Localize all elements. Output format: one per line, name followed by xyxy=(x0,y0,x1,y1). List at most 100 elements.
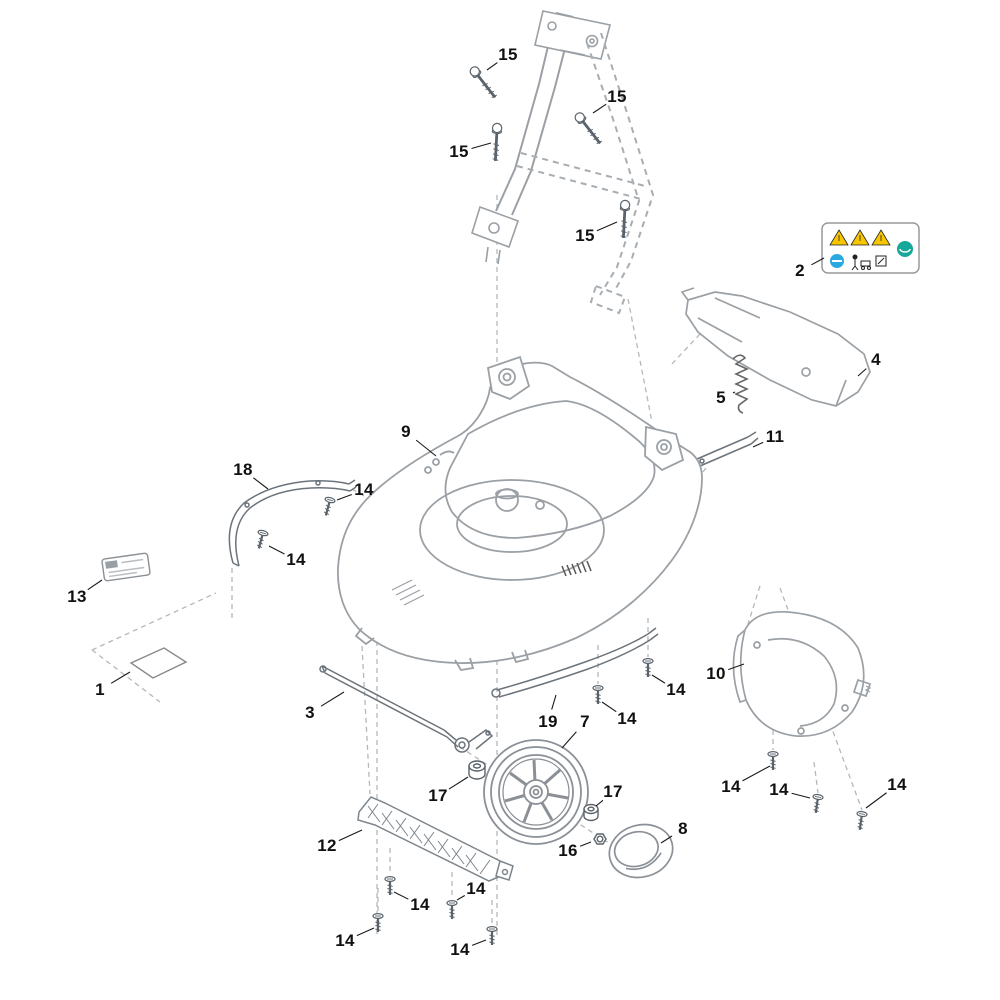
callout-leader-line xyxy=(471,939,487,946)
hub-cap-illustration xyxy=(608,823,674,879)
callout-label-11: 11 xyxy=(765,427,785,446)
callout-label-10: 10 xyxy=(706,664,726,683)
callout-leader-line xyxy=(87,579,103,591)
callout-label-14: 14 xyxy=(466,879,486,898)
deflector-illustration xyxy=(680,287,871,407)
callout-leader-line xyxy=(320,691,345,707)
trim-strip-front-illustration xyxy=(491,627,659,698)
callout-label-5: 5 xyxy=(716,388,726,407)
callout-leader-line xyxy=(110,671,131,684)
callout-leader-line xyxy=(595,799,604,807)
callout-label-14: 14 xyxy=(450,940,470,959)
screw-14 xyxy=(371,912,385,934)
callout-label-18: 18 xyxy=(233,460,253,479)
callout-leader-line xyxy=(253,477,269,490)
pictogram-figures-icon xyxy=(851,254,887,271)
bushing-illustration xyxy=(583,803,599,822)
callout-leader-line xyxy=(732,391,736,394)
screw-14 xyxy=(383,875,397,897)
callout-label-4: 4 xyxy=(871,350,881,369)
nut-illustration xyxy=(593,833,607,845)
callout-label-14: 14 xyxy=(335,931,355,950)
callout-leader-line xyxy=(471,142,492,150)
callout-label-14: 14 xyxy=(354,480,374,499)
handlebar-illustration xyxy=(471,10,655,315)
callout-label-15: 15 xyxy=(575,226,595,245)
callout-leader-line xyxy=(268,545,285,555)
callout-leader-line xyxy=(393,891,409,900)
screw-14 xyxy=(252,528,270,551)
screw-14 xyxy=(591,684,605,706)
callout-leader-line xyxy=(456,895,466,901)
callout-label-14: 14 xyxy=(769,780,789,799)
callout-label-15: 15 xyxy=(449,142,469,161)
screw-15 xyxy=(466,63,501,102)
screw-15 xyxy=(489,121,504,163)
trim-strip-left-illustration xyxy=(228,479,357,567)
mower-deck-illustration xyxy=(337,355,703,671)
callout-leader-line xyxy=(561,731,577,749)
callout-label-15: 15 xyxy=(607,87,627,106)
callout-label-14: 14 xyxy=(617,709,637,728)
callout-label-13: 13 xyxy=(67,587,87,606)
callout-label-7: 7 xyxy=(580,712,590,731)
guard-rail-illustration xyxy=(357,796,514,882)
callout-leader-line xyxy=(660,835,673,844)
screw-14 xyxy=(809,792,825,815)
callout-leader-line xyxy=(791,792,811,799)
callout-label-14: 14 xyxy=(887,775,907,794)
leader-line-layer xyxy=(87,62,887,946)
screw-15 xyxy=(571,109,606,148)
callout-leader-line xyxy=(728,663,745,671)
screw-14 xyxy=(641,657,655,679)
callout-label-12: 12 xyxy=(317,836,337,855)
teal-circle-icon xyxy=(897,241,913,257)
callout-leader-line xyxy=(448,776,469,790)
warning-label-illustration xyxy=(821,222,920,274)
callout-leader-line xyxy=(601,701,617,713)
wheel-illustration xyxy=(483,739,589,845)
callout-leader-line xyxy=(356,927,375,937)
screw-14 xyxy=(853,809,869,832)
callout-leader-line xyxy=(752,441,764,448)
callout-label-9: 9 xyxy=(401,422,411,441)
callout-leader-line xyxy=(865,792,887,809)
rod-illustration xyxy=(696,431,759,467)
callout-label-8: 8 xyxy=(678,819,688,838)
callout-leader-line xyxy=(811,257,825,266)
spring-illustration xyxy=(732,354,749,414)
callout-leader-line xyxy=(338,829,363,842)
name-plate-illustration xyxy=(129,647,188,679)
callout-label-16: 16 xyxy=(558,841,578,860)
bushing-illustration xyxy=(468,760,486,780)
callout-leader-line xyxy=(742,765,771,782)
screw-14 xyxy=(485,925,499,947)
callout-label-1: 1 xyxy=(95,680,105,699)
callout-label-3: 3 xyxy=(305,703,315,722)
callout-leader-line xyxy=(596,221,618,232)
callout-label-17: 17 xyxy=(428,786,448,805)
callout-label-14: 14 xyxy=(666,680,686,699)
callout-leader-line xyxy=(486,62,498,71)
callout-label-14: 14 xyxy=(286,550,306,569)
callout-leader-line xyxy=(336,493,353,501)
tie-rod-illustration xyxy=(319,665,494,753)
callout-label-19: 19 xyxy=(538,712,558,731)
callout-leader-line xyxy=(415,439,437,457)
callout-leader-line xyxy=(857,368,867,377)
screw-14 xyxy=(319,495,337,518)
callout-label-15: 15 xyxy=(498,45,518,64)
stihl-label-illustration xyxy=(101,552,151,582)
callout-label-14: 14 xyxy=(410,895,430,914)
screw-14 xyxy=(445,899,459,921)
callout-label-14: 14 xyxy=(721,777,741,796)
callout-leader-line xyxy=(592,103,607,114)
wheel-cover-illustration xyxy=(732,610,872,737)
callout-label-17: 17 xyxy=(603,782,623,801)
warning-triangle-icon xyxy=(829,229,891,246)
callout-leader-line xyxy=(579,841,592,847)
callout-leader-line xyxy=(551,694,557,710)
screw-14 xyxy=(766,750,780,772)
